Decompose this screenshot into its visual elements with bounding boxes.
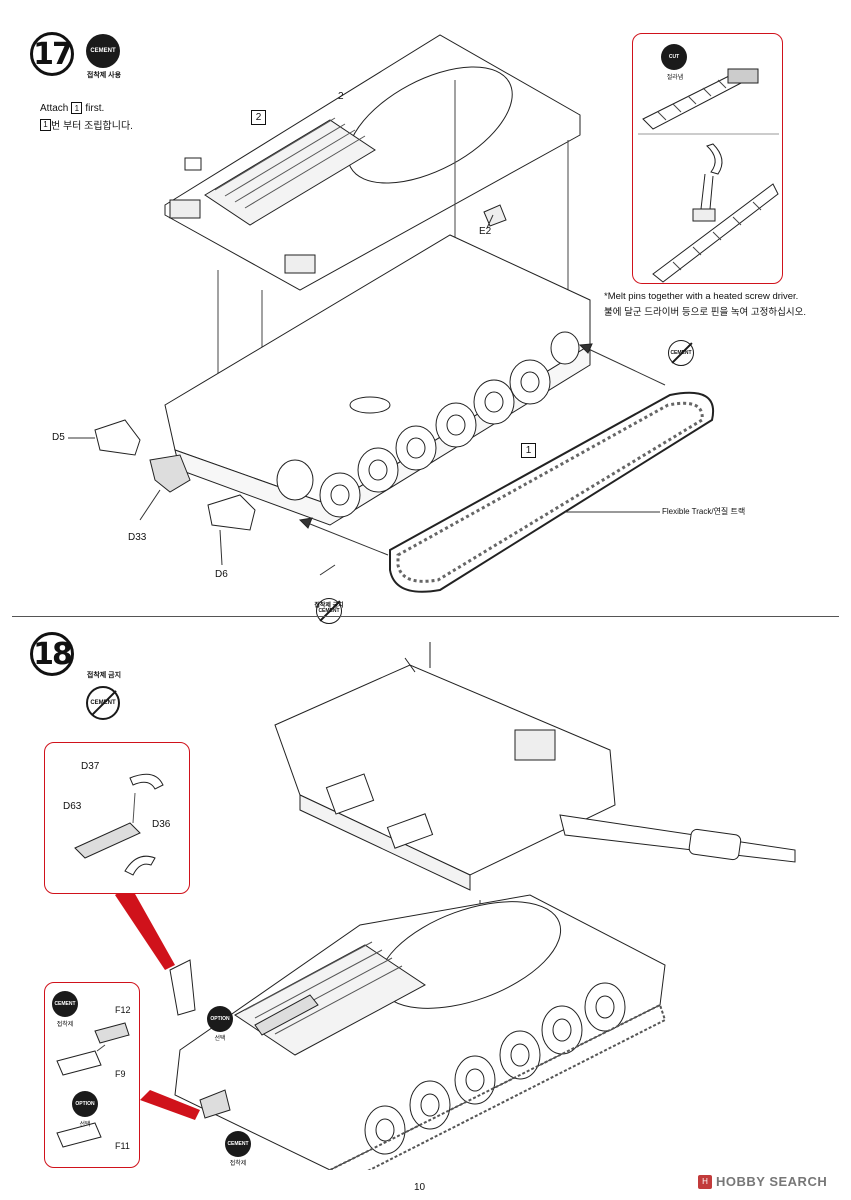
part-label-2: 2 (338, 91, 344, 102)
inset-option-icon: OPTION (72, 1091, 98, 1117)
watermark-logo-icon: H (698, 1174, 712, 1189)
cut-icon: CUT (661, 44, 687, 70)
option-caption: 선택 (214, 1036, 226, 1042)
watermark: H HOBBY SEARCH (698, 1174, 827, 1189)
fender-drawing (56, 1022, 130, 1148)
part-d5: D5 (52, 432, 65, 443)
track-pin-drawing (638, 68, 779, 283)
option-icon: OPTION (207, 1006, 233, 1032)
part-d63: D63 (63, 801, 82, 812)
step-18-number: 18 (30, 632, 74, 676)
cement-icon: CEMENT (86, 34, 120, 68)
part-box-2: 2 (251, 110, 266, 125)
no-cement-caption: 접착제 금지 (314, 603, 344, 609)
part-d6: D6 (215, 569, 228, 580)
step-17-number: 17 (30, 32, 74, 76)
tow-hook-inset: D37 D63 D36 (44, 742, 190, 894)
melt-pins-note-en: *Melt pins together with a heated screw … (604, 291, 799, 302)
no-cement-icon-track: CEMENT (668, 340, 694, 366)
part-f12: F12 (115, 1005, 131, 1015)
part-f9: F9 (115, 1069, 126, 1079)
part-box-1: 1 (521, 443, 536, 458)
cement-caption: 접착제 사용 (86, 72, 122, 79)
no-cement-icon-step18: CEMENT (86, 686, 120, 720)
bottom-cement-caption: 접착제 (229, 1161, 247, 1167)
part-d36: D36 (152, 819, 171, 830)
part-d37: D37 (81, 761, 100, 772)
step-18-diagram (115, 642, 796, 1170)
inset-cement-icon: CEMENT (52, 991, 78, 1017)
part-d33: D33 (128, 532, 147, 543)
page-number: 10 (414, 1182, 426, 1193)
instruction-ko: 1 번 부터 조립합니다. (40, 117, 133, 132)
tow-hook-drawing (74, 773, 164, 876)
flexible-track-label: Flexible Track/연질 트랙 (662, 507, 746, 516)
cut-caption: 절라냄 (666, 75, 684, 81)
no-cement-caption-step18: 접착제 금지 (86, 672, 122, 679)
no-cement-icon: CEMENT (316, 598, 342, 624)
fender-options-inset: CEMENT 접착제 F12 F9 OPTION 선택 F11 (44, 982, 140, 1168)
part-f11: F11 (115, 1141, 130, 1151)
track-pin-inset: CUT 절라냄 (632, 33, 783, 284)
melt-pins-note-ko: 불에 달군 드라이버 등으로 핀을 녹여 고정하십시오. (604, 307, 807, 318)
part-e2: E2 (479, 226, 492, 237)
inset-option-caption: 선택 (79, 1122, 91, 1128)
bottom-cement-icon: CEMENT (225, 1131, 251, 1157)
instruction-en: Attach 1 first. (40, 102, 105, 114)
inset-cement-caption: 접착제 (56, 1022, 74, 1028)
step-17-diagram (68, 34, 715, 593)
step-divider (12, 616, 839, 617)
